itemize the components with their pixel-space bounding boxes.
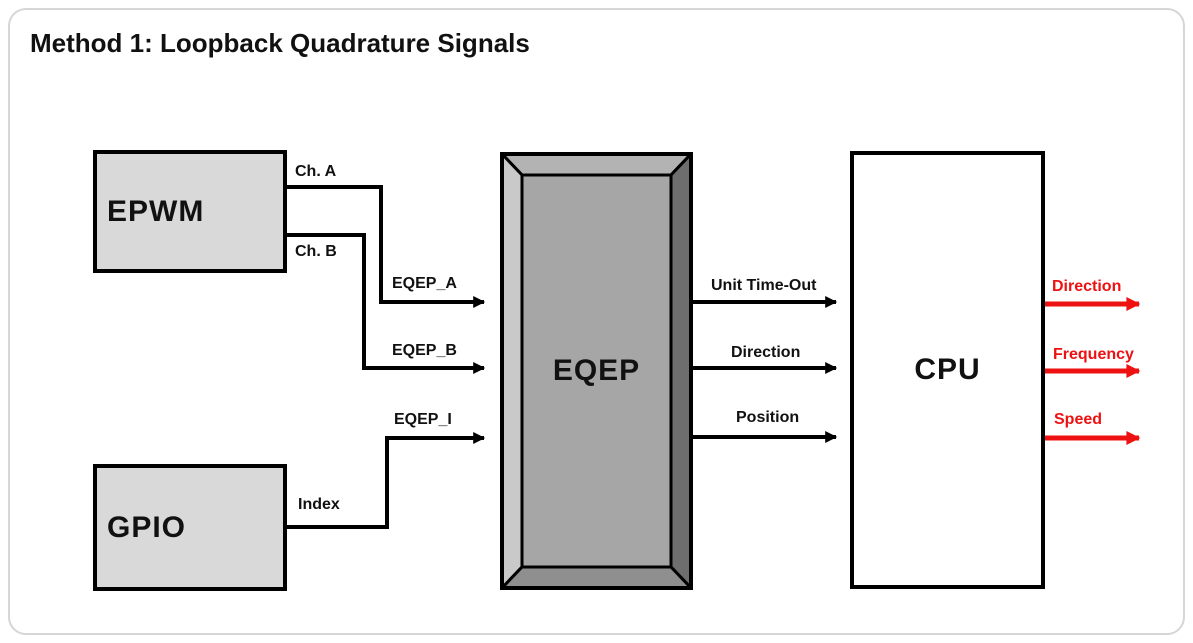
signal-label-ch-b: Ch. B bbox=[295, 243, 337, 260]
signal-label-unit-time-out: Unit Time-Out bbox=[711, 277, 817, 294]
block-cpu-label: CPU bbox=[914, 353, 981, 386]
block-epwm-label: EPWM bbox=[107, 194, 205, 228]
signal-label-out-direction: Direction bbox=[1052, 278, 1122, 295]
slide-border bbox=[8, 8, 1185, 635]
signal-label-out-frequency: Frequency bbox=[1053, 346, 1134, 363]
signal-label-position: Position bbox=[736, 409, 800, 426]
signal-label-eqep-b: EQEP_B bbox=[392, 342, 457, 359]
block-gpio-label: GPIO bbox=[107, 510, 187, 544]
signal-label-ch-a: Ch. A bbox=[295, 163, 337, 180]
block-epwm: EPWM bbox=[93, 150, 287, 273]
page-title: Method 1: Loopback Quadrature Signals bbox=[30, 28, 530, 58]
eqep-inner-face bbox=[520, 173, 673, 569]
eqep-bevel-graphic bbox=[498, 150, 695, 592]
signal-label-eqep-a: EQEP_A bbox=[392, 275, 457, 292]
signal-label-index: Index bbox=[298, 496, 340, 513]
eqep-outer-border bbox=[500, 152, 693, 590]
signal-label-direction-in: Direction bbox=[731, 344, 801, 361]
block-eqep-label: EQEP bbox=[552, 354, 641, 387]
block-cpu: CPU bbox=[850, 151, 1045, 589]
signal-label-out-speed: Speed bbox=[1054, 411, 1103, 428]
signal-label-eqep-i: EQEP_I bbox=[394, 411, 452, 428]
block-gpio: GPIO bbox=[93, 464, 287, 591]
block-eqep: EQEP bbox=[498, 150, 695, 592]
